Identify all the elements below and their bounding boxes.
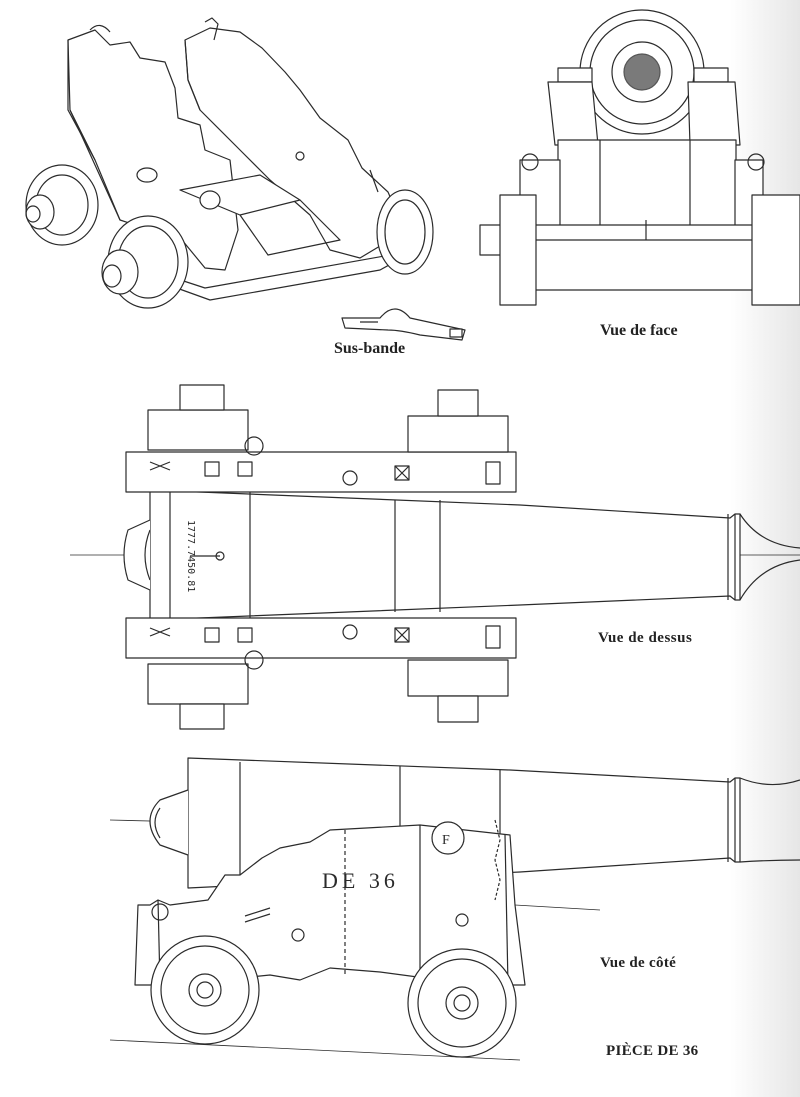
perspective-view <box>25 17 434 309</box>
side-view-label: Vue de côté <box>600 955 677 971</box>
top-view-marking: 1777.7450.81 <box>185 520 196 592</box>
side-view <box>109 757 800 1061</box>
rear-left-wheel <box>25 164 99 246</box>
front-view <box>479 9 800 306</box>
rear-right-wheel <box>376 189 434 275</box>
sus-bande-label: Sus-bande <box>334 340 406 357</box>
top-view-label: Vue de dessus <box>598 630 693 646</box>
side-front-wheel <box>150 935 260 1045</box>
top-view <box>70 384 800 730</box>
sus-bande-part <box>341 308 466 341</box>
front-left-wheel <box>101 215 189 309</box>
side-view-marking: DE 36 <box>322 868 399 893</box>
piece-title: PIÈCE DE 36 <box>606 1043 699 1059</box>
badge-letter: F <box>442 833 450 848</box>
side-rear-wheel <box>407 948 517 1058</box>
front-view-label: Vue de face <box>600 322 678 339</box>
